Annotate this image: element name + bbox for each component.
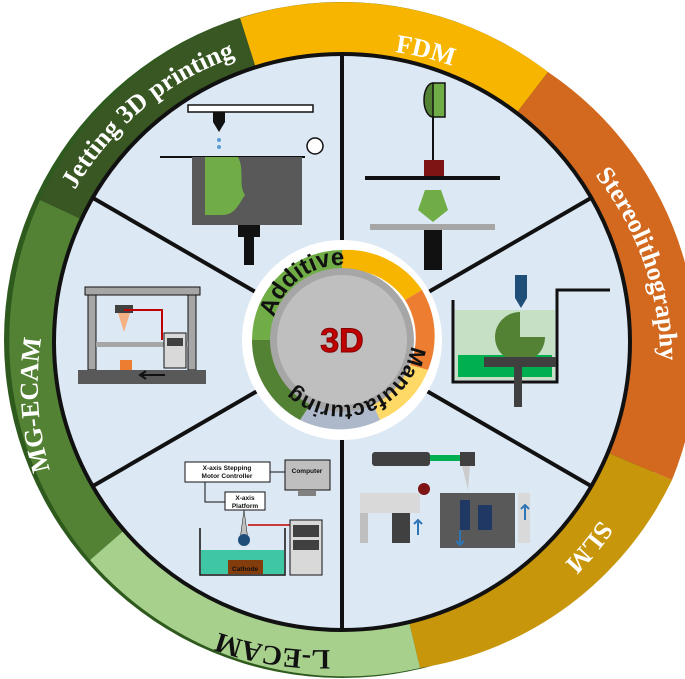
panel-mg-ecam-illustration: [78, 286, 206, 384]
lecam-platform-line2: Platform: [232, 503, 259, 510]
central-hub: Additive Manufacturing 3D: [242, 240, 442, 440]
lecam-stepper-line2: Motor Controller: [202, 473, 253, 480]
panel-slm-illustration: [360, 452, 530, 548]
lecam-computer: Computer: [292, 468, 323, 475]
hub-3d-badge: 3D: [320, 322, 363, 360]
panel-fdm-illustration: [365, 82, 500, 270]
panel-l-ecam-illustration: X-axis Stepping Motor Controller Compute…: [184, 459, 331, 576]
panel-jetting-illustration: [160, 104, 324, 265]
lecam-platform-line1: X-axis: [235, 495, 255, 502]
panel-stereolithography-illustration: [451, 275, 610, 407]
lecam-stepper-line1: X-axis Stepping: [203, 465, 252, 472]
lecam-cathode: Cathode: [232, 566, 258, 573]
